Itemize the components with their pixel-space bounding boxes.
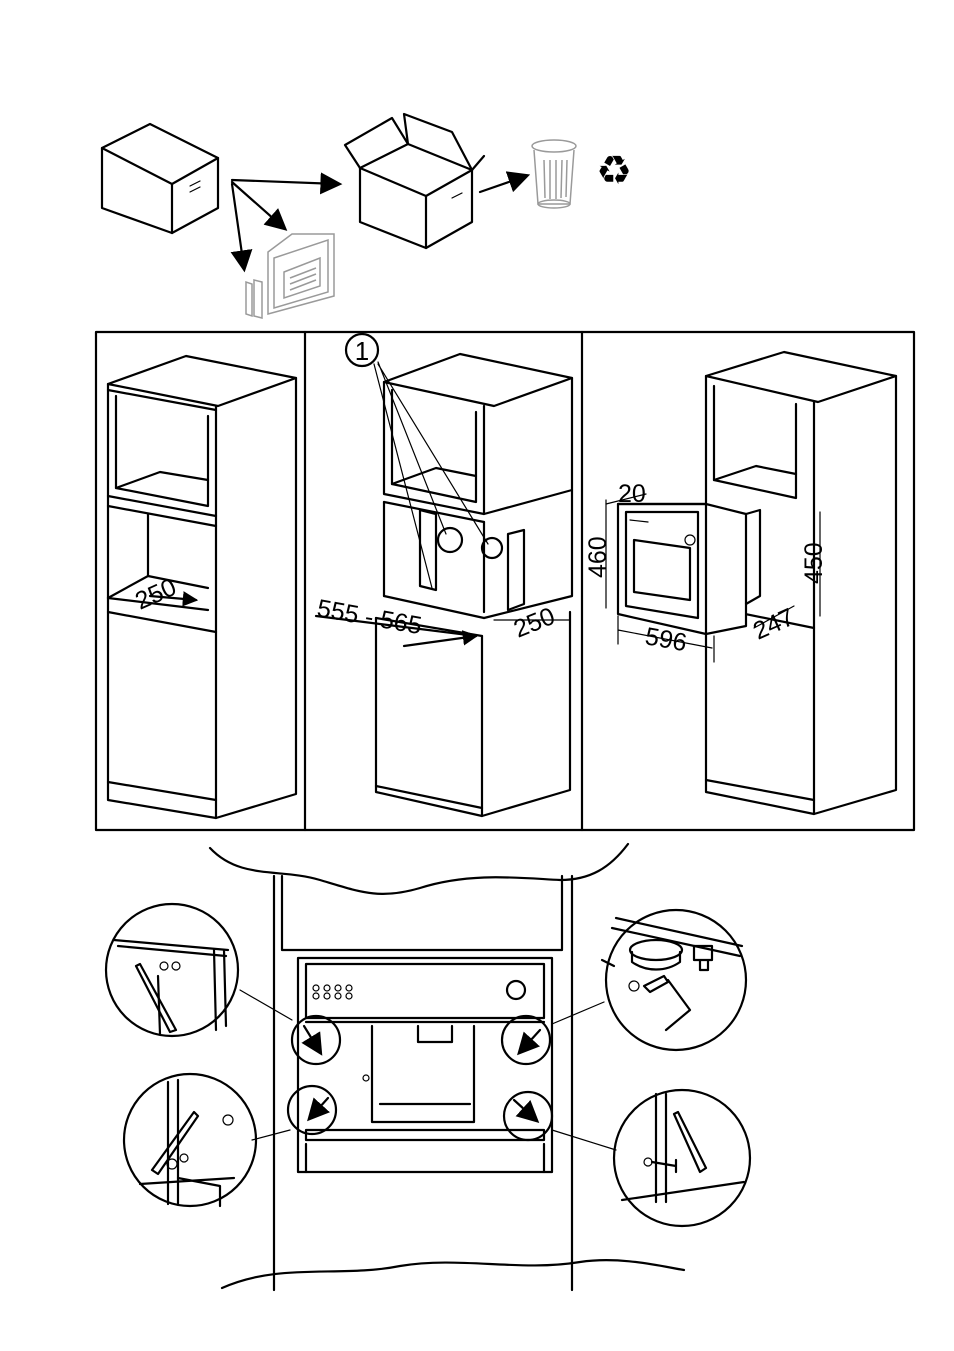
detail-zoom-bottom-left	[124, 1074, 256, 1206]
panel-left-cabinet: 250	[108, 356, 296, 818]
depth-dimension: 247	[749, 603, 799, 646]
trash-bin-icon	[532, 140, 576, 208]
detail-zoom-top-left	[106, 904, 238, 1036]
detail-zoom-top-right	[602, 910, 746, 1050]
panel-middle-cabinet: 1 555 - 565 250	[315, 334, 572, 816]
offset-dimension: 20	[618, 480, 646, 508]
arrow-to-trash	[480, 176, 526, 192]
arrow-to-rails	[232, 184, 244, 268]
arrow-top-right	[520, 1030, 540, 1052]
unpacking-sequence: ♻	[102, 114, 632, 318]
arrow-bottom-right	[514, 1100, 536, 1120]
arrow-top-left	[304, 1026, 320, 1052]
arrow-bottom-left	[310, 1098, 328, 1118]
arrow-to-appliance	[232, 182, 284, 228]
depth-dimension: 250	[510, 602, 559, 644]
recycle-icon: ♻	[596, 149, 632, 193]
appliance-package	[268, 234, 334, 314]
height-dimension: 460	[584, 536, 612, 578]
open-box	[345, 114, 484, 248]
detail-zoom-bottom-right	[614, 1090, 750, 1226]
depth-dimension: 250	[131, 573, 181, 616]
callout-number: 1	[355, 336, 369, 366]
mounting-rails	[246, 280, 262, 318]
inner-height-dimension: 450	[800, 542, 828, 584]
arrow-to-open-box	[232, 180, 338, 184]
width-dimension: 596	[643, 622, 689, 657]
panel-right-cabinet: 20 460 450 596 247	[584, 352, 896, 814]
closed-box	[102, 124, 218, 233]
mounting-detail	[106, 844, 750, 1290]
